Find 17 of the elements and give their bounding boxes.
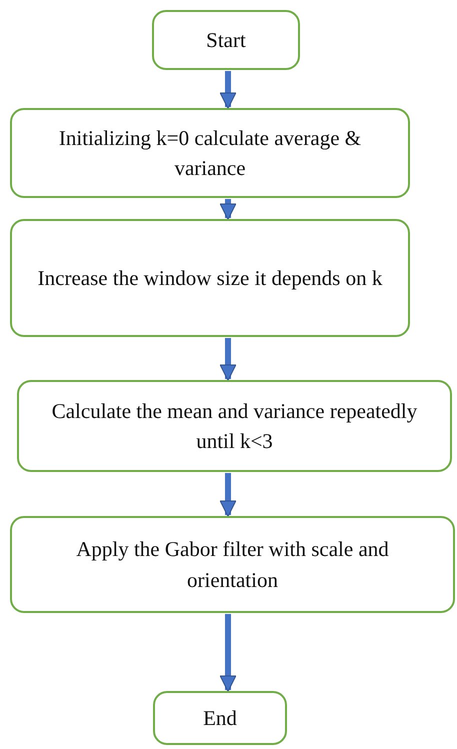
node-label: End — [203, 704, 237, 732]
node-label: Start — [206, 26, 246, 54]
arrow — [220, 71, 236, 110]
arrow — [220, 338, 236, 382]
node-label: Increase the window size it depends on k — [38, 264, 382, 292]
terminal-box — [153, 691, 287, 745]
process-box — [10, 108, 410, 198]
process-box — [17, 380, 452, 472]
node-label: Initializing k=0 calculate average & variance — [58, 124, 362, 182]
arrow — [220, 473, 236, 518]
node-label: Apply the Gabor filter with scale and orientation — [75, 536, 390, 594]
arrow — [220, 614, 236, 692]
node-label: Calculate the mean and variance repeatedly until k<3 — [50, 398, 418, 455]
terminal-box — [152, 10, 300, 70]
process-box — [10, 219, 410, 337]
process-box — [10, 516, 455, 613]
arrow — [220, 199, 236, 220]
